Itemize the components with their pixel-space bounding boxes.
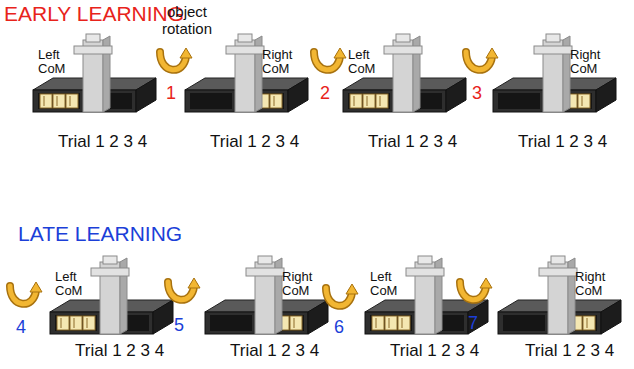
trial-label: Trial 1 2 3 4 [75,342,164,361]
com-label: Right CoM [575,270,605,299]
section-heading: EARLY LEARNING [4,2,184,25]
callout-number: 2 [320,84,330,104]
callout-number: 1 [166,84,176,104]
callout-number: 5 [174,316,184,336]
com-label: Left CoM [55,270,82,299]
object-left-com [343,34,466,112]
callout-number: 3 [472,84,482,104]
trial-label: Trial 1 2 3 4 [210,133,299,152]
rotation-arrow [168,278,200,300]
object-left-com [33,34,156,112]
annotation: object rotation [162,4,212,37]
object-left-com [50,256,173,334]
object-right-com [493,34,616,112]
callout-number: 7 [468,314,478,334]
trial-label: Trial 1 2 3 4 [230,342,319,361]
rotation-arrow [460,278,492,300]
com-label: Right CoM [282,270,312,299]
rotation-arrow [10,282,42,304]
object-right-com [205,256,328,334]
com-label: Left CoM [370,270,397,299]
trial-label: Trial 1 2 3 4 [390,342,479,361]
object-right-com [185,34,308,112]
com-label: Right CoM [262,48,292,77]
rotation-arrow [326,284,358,306]
com-label: Left CoM [348,48,375,77]
callout-number: 6 [334,318,344,338]
rotation-arrow [466,48,498,70]
trial-label: Trial 1 2 3 4 [368,133,457,152]
com-label: Left CoM [38,48,65,77]
rotation-arrow [314,48,346,70]
trial-label: Trial 1 2 3 4 [58,133,147,152]
trial-label: Trial 1 2 3 4 [518,133,607,152]
trial-label: Trial 1 2 3 4 [525,342,614,361]
object-right-com [498,256,621,334]
rotation-arrow [160,48,192,70]
callout-number: 4 [16,318,26,338]
com-label: Right CoM [570,48,600,77]
section-heading: LATE LEARNING [18,222,182,245]
